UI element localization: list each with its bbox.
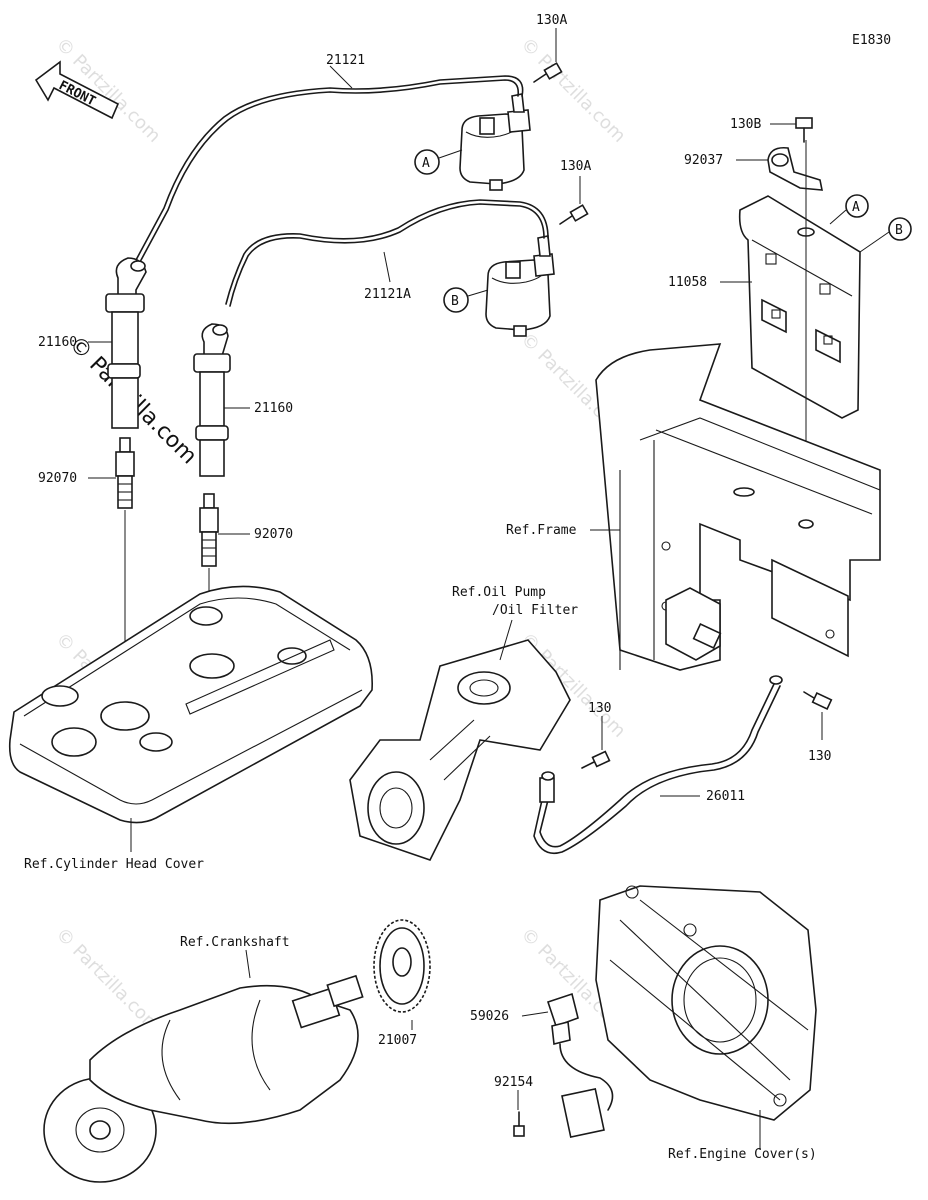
- ht-lead-21121a: [229, 203, 545, 307]
- label-ref-oil-pump-1: Ref.Oil Pump: [452, 585, 546, 600]
- bolt-130a-mid: [559, 204, 589, 225]
- clamp-92037: [767, 146, 823, 191]
- callout-b-plate-text: B: [895, 223, 903, 238]
- label-21007: 21007: [378, 1033, 417, 1048]
- oil-pump-oil-filter: [349, 639, 571, 861]
- bolt-130a-top: [533, 62, 563, 83]
- plug-cap-left: [105, 257, 147, 429]
- label-21160-right: 21160: [254, 401, 293, 416]
- ground-cable-26011: [533, 675, 783, 855]
- label-92070-left: 92070: [38, 471, 77, 486]
- label-ref-crankshaft: Ref.Crankshaft: [180, 935, 290, 950]
- label-ref-engine-cover: Ref.Engine Cover(s): [668, 1147, 817, 1162]
- ignition-coil-a: [459, 93, 531, 191]
- cylinder-head-cover: [8, 585, 373, 824]
- label-130a-top: 130A: [536, 13, 567, 28]
- watermark-text: © Partzilla.com: [51, 924, 164, 1037]
- label-21160-left: 21160: [38, 335, 77, 350]
- label-59026: 59026: [470, 1009, 509, 1024]
- label-130a-mid: 130A: [560, 159, 591, 174]
- watermark-text: © Partzilla.com: [516, 34, 629, 147]
- ignition-coil-b: [485, 235, 555, 337]
- crankshaft: [43, 974, 364, 1183]
- callout-b-coil: [443, 287, 469, 313]
- bolt-130-mid: [581, 750, 611, 769]
- label-ref-oil-pump-2: /Oil Filter: [492, 603, 578, 618]
- label-130-right: 130: [808, 749, 831, 764]
- label-130b: 130B: [730, 117, 761, 132]
- callout-b-plate: [888, 217, 912, 241]
- label-130-mid: 130: [588, 701, 611, 716]
- coil-bracket-11058: [738, 195, 861, 419]
- engine-cover: [595, 885, 817, 1121]
- bolt-92154: [513, 1111, 525, 1137]
- callout-b-coil-text: B: [451, 294, 459, 309]
- label-92070-right: 92070: [254, 527, 293, 542]
- label-26011: 26011: [706, 789, 745, 804]
- label-92037: 92037: [684, 153, 723, 168]
- sensor-59026: [546, 992, 614, 1139]
- callout-a-coil: [414, 149, 440, 175]
- label-ref-cylinder-head-cover: Ref.Cylinder Head Cover: [24, 857, 204, 872]
- spark-plug-right: [199, 493, 219, 567]
- diagram-code: E1830: [852, 33, 891, 48]
- plug-cap-right: [193, 323, 231, 477]
- callout-a-plate: [845, 194, 869, 218]
- callout-a-plate-text: A: [852, 200, 860, 215]
- ht-lead-21121: [139, 79, 520, 263]
- label-11058: 11058: [668, 275, 707, 290]
- label-21121: 21121: [326, 53, 365, 68]
- frame-section: [595, 343, 881, 671]
- callout-a-coil-text: A: [422, 156, 430, 171]
- label-92154: 92154: [494, 1075, 533, 1090]
- label-21121a: 21121A: [364, 287, 411, 302]
- bolt-130b: [795, 117, 813, 143]
- spark-plug-left: [115, 437, 135, 509]
- timing-rotor-21007: [373, 919, 431, 1013]
- bolt-130-right: [803, 691, 833, 710]
- label-ref-frame: Ref.Frame: [506, 523, 577, 538]
